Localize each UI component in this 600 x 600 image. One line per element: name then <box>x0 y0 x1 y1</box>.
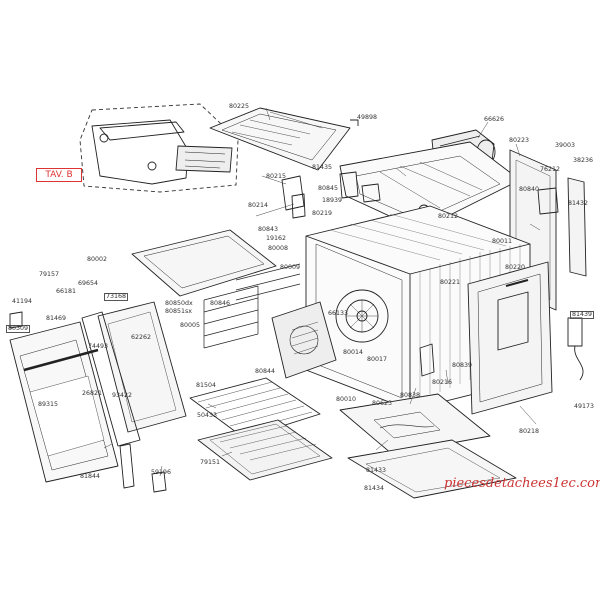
part-label-80009: 80009 <box>280 264 301 271</box>
part-label-19162: 19162 <box>266 235 287 242</box>
baking-tray <box>197 419 333 481</box>
part-label-80221: 80221 <box>440 279 461 286</box>
tav-b-label: TAV. B <box>36 168 82 182</box>
part-label-80844: 80844 <box>255 368 276 375</box>
part-label-80223: 80223 <box>509 137 530 144</box>
part-label-81434: 81434 <box>364 485 385 492</box>
part-label-81469: 81469 <box>46 315 67 322</box>
top-tray <box>131 229 277 297</box>
bracket-80216 <box>419 343 435 377</box>
part-label-80309: 80309 <box>6 325 31 334</box>
part-label-80010: 80010 <box>336 396 357 403</box>
part-label-38236: 38236 <box>573 157 594 164</box>
part-label-89315: 89315 <box>38 401 59 408</box>
part-label-81504: 81504 <box>196 382 217 389</box>
part-label-81435: 81435 <box>312 164 333 171</box>
part-label-80840: 80840 <box>519 186 540 193</box>
bottom-base <box>347 439 517 499</box>
part-label-80215: 80215 <box>266 173 287 180</box>
rear-door-frame <box>467 261 553 415</box>
part-label-59196: 59196 <box>151 469 172 476</box>
bottom-element-plate <box>339 393 491 455</box>
part-label-80846: 80846 <box>210 300 231 307</box>
part-label-80850dx: 80850dx <box>165 300 193 307</box>
control-panel-callout <box>79 103 239 193</box>
inner-door-glass <box>81 301 187 447</box>
part-label-49898: 49898 <box>357 114 378 121</box>
top-frame <box>339 141 521 231</box>
watermark: piecesdetachees1ec.com <box>444 476 600 491</box>
wire-shelf <box>189 377 321 439</box>
part-label-81439: 81439 <box>570 311 595 320</box>
part-label-80002: 80002 <box>87 256 108 263</box>
part-label-80014: 80014 <box>343 349 364 356</box>
part-label-80214: 80214 <box>248 202 269 209</box>
part-label-76212: 76212 <box>540 166 561 173</box>
part-label-66133: 66133 <box>328 310 349 317</box>
leader-lines <box>103 107 541 477</box>
part-label-73168: 73168 <box>104 293 129 302</box>
top-cover-plate <box>209 107 351 171</box>
part-label-80005: 80005 <box>180 322 201 329</box>
part-label-79157: 79157 <box>39 271 60 278</box>
part-label-80220: 80220 <box>505 264 526 271</box>
part-label-80839: 80839 <box>452 362 473 369</box>
screw-49898 <box>350 119 359 126</box>
part-label-80008: 80008 <box>268 245 289 252</box>
side-racks <box>203 263 301 349</box>
part-label-50433: 50433 <box>197 412 218 419</box>
part-label-81844: 81844 <box>80 473 101 480</box>
probe-wire <box>574 345 584 381</box>
outer-door <box>9 321 119 483</box>
part-label-18939: 18939 <box>322 197 343 204</box>
part-label-74493: 74493 <box>88 343 109 350</box>
part-label-80216: 80216 <box>432 379 453 386</box>
part-label-80845: 80845 <box>318 185 339 192</box>
part-label-49173: 49173 <box>574 403 595 410</box>
part-label-80218: 80218 <box>519 428 540 435</box>
part-label-66181: 66181 <box>56 288 77 295</box>
part-label-80212: 80212 <box>438 213 459 220</box>
part-label-26821: 26821 <box>82 390 103 397</box>
thermostat-81439 <box>567 317 583 347</box>
part-label-79151: 79151 <box>200 459 221 466</box>
part-label-80838: 80838 <box>400 392 421 399</box>
part-label-93422: 93422 <box>112 392 133 399</box>
part-label-80017: 80017 <box>367 356 388 363</box>
part-label-81433: 81433 <box>366 467 387 474</box>
part-label-80225: 80225 <box>229 103 250 110</box>
part-label-80851sx: 80851sx <box>165 308 193 315</box>
part-label-41194: 41194 <box>12 298 33 305</box>
part-label-39003: 39003 <box>555 142 576 149</box>
part-label-80623: 80623 <box>372 400 393 407</box>
part-label-66626: 66626 <box>484 116 505 123</box>
part-label-80011: 80011 <box>492 238 513 245</box>
part-label-62262: 62262 <box>131 334 152 341</box>
hinge-brackets <box>281 171 381 219</box>
part-label-69654: 69654 <box>78 280 99 287</box>
part-label-80843: 80843 <box>258 226 279 233</box>
fan-cover <box>271 301 337 379</box>
part-label-80219: 80219 <box>312 210 333 217</box>
door-hinges <box>119 443 167 493</box>
part-label-81432: 81432 <box>568 200 589 207</box>
